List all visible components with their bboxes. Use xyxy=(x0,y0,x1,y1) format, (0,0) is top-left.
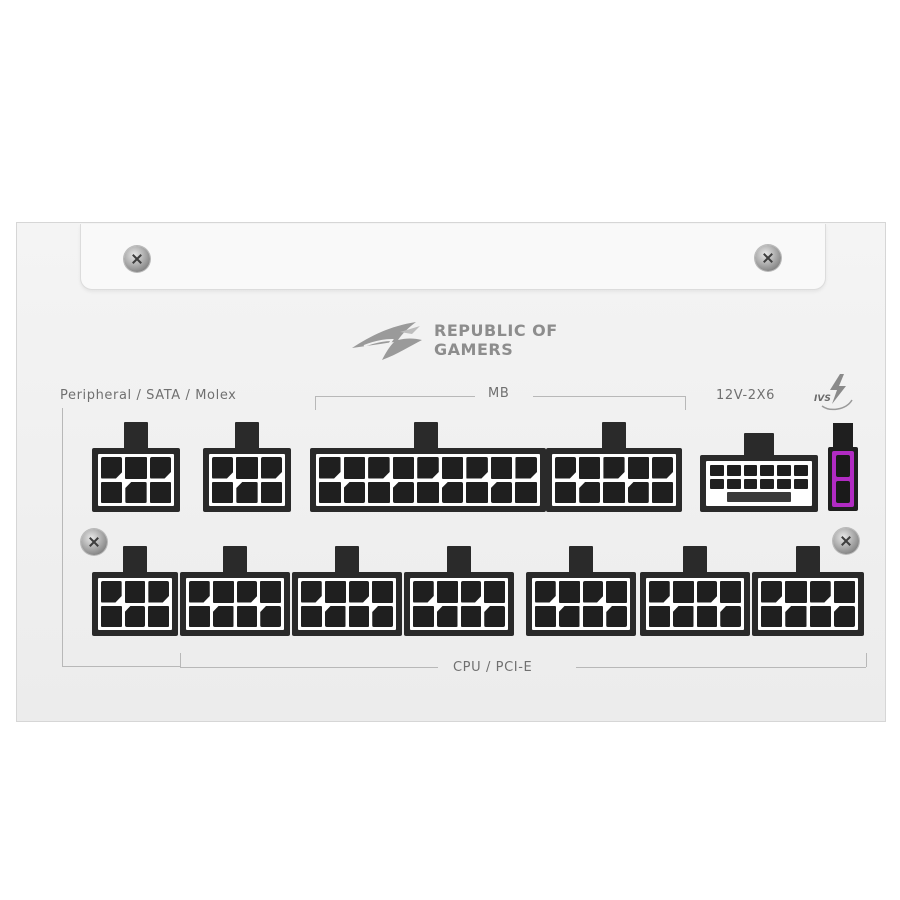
cpu-pcie-connector-1[interactable] xyxy=(92,546,178,636)
ivs-text: IVS xyxy=(814,394,831,404)
bracket-cpu-right-tick xyxy=(866,653,867,667)
label-mb: MB xyxy=(488,386,510,401)
bracket-peripheral-vertical xyxy=(62,408,63,666)
cpu-pcie-connector-3[interactable] xyxy=(292,546,402,636)
cpu-pcie-connector-7[interactable] xyxy=(752,546,864,636)
cpu-pcie-connector-5[interactable] xyxy=(526,546,636,636)
ivs-sense-connector[interactable] xyxy=(828,447,858,511)
label-peripheral: Peripheral / SATA / Molex xyxy=(60,388,237,403)
brand-wordmark: REPUBLIC OF GAMERS xyxy=(434,321,558,359)
gpu-12v-2x6-connector[interactable] xyxy=(700,433,818,512)
peripheral-connector-2[interactable] xyxy=(203,422,291,512)
bracket-mb-right xyxy=(533,396,685,397)
screw-icon xyxy=(81,529,107,555)
label-cpu-pcie: CPU / PCI-E xyxy=(453,660,533,675)
ivs-badge: IVS xyxy=(810,372,858,412)
screw-icon xyxy=(833,528,859,554)
brand-line-1: REPUBLIC OF xyxy=(434,321,558,340)
panel-top-lip xyxy=(80,224,826,290)
rog-brand: REPUBLIC OF GAMERS xyxy=(350,318,590,364)
bracket-bottom-left xyxy=(62,666,180,667)
lightning-icon xyxy=(821,374,853,411)
cpu-pcie-connector-4[interactable] xyxy=(404,546,514,636)
label-12v-2x6: 12V-2X6 xyxy=(716,388,776,403)
bracket-mb-right-tick xyxy=(685,396,686,410)
rog-eye-logo-icon xyxy=(352,322,422,360)
screw-icon xyxy=(755,245,781,271)
bracket-mb-left-tick xyxy=(315,396,316,410)
cpu-pcie-connector-2[interactable] xyxy=(180,546,290,636)
peripheral-connector-1[interactable] xyxy=(92,422,180,512)
bracket-cpu-left-tick xyxy=(180,653,181,667)
bracket-mb-left xyxy=(315,396,475,397)
mb-connector-18pin[interactable] xyxy=(310,422,546,512)
bracket-cpu-right xyxy=(576,667,866,668)
mb-connector-10pin[interactable] xyxy=(546,422,682,512)
cpu-pcie-connector-6[interactable] xyxy=(640,546,750,636)
bracket-cpu-left xyxy=(180,667,438,668)
ivs-connector-key xyxy=(833,423,853,451)
screw-icon xyxy=(124,246,150,272)
brand-line-2: GAMERS xyxy=(434,340,514,359)
